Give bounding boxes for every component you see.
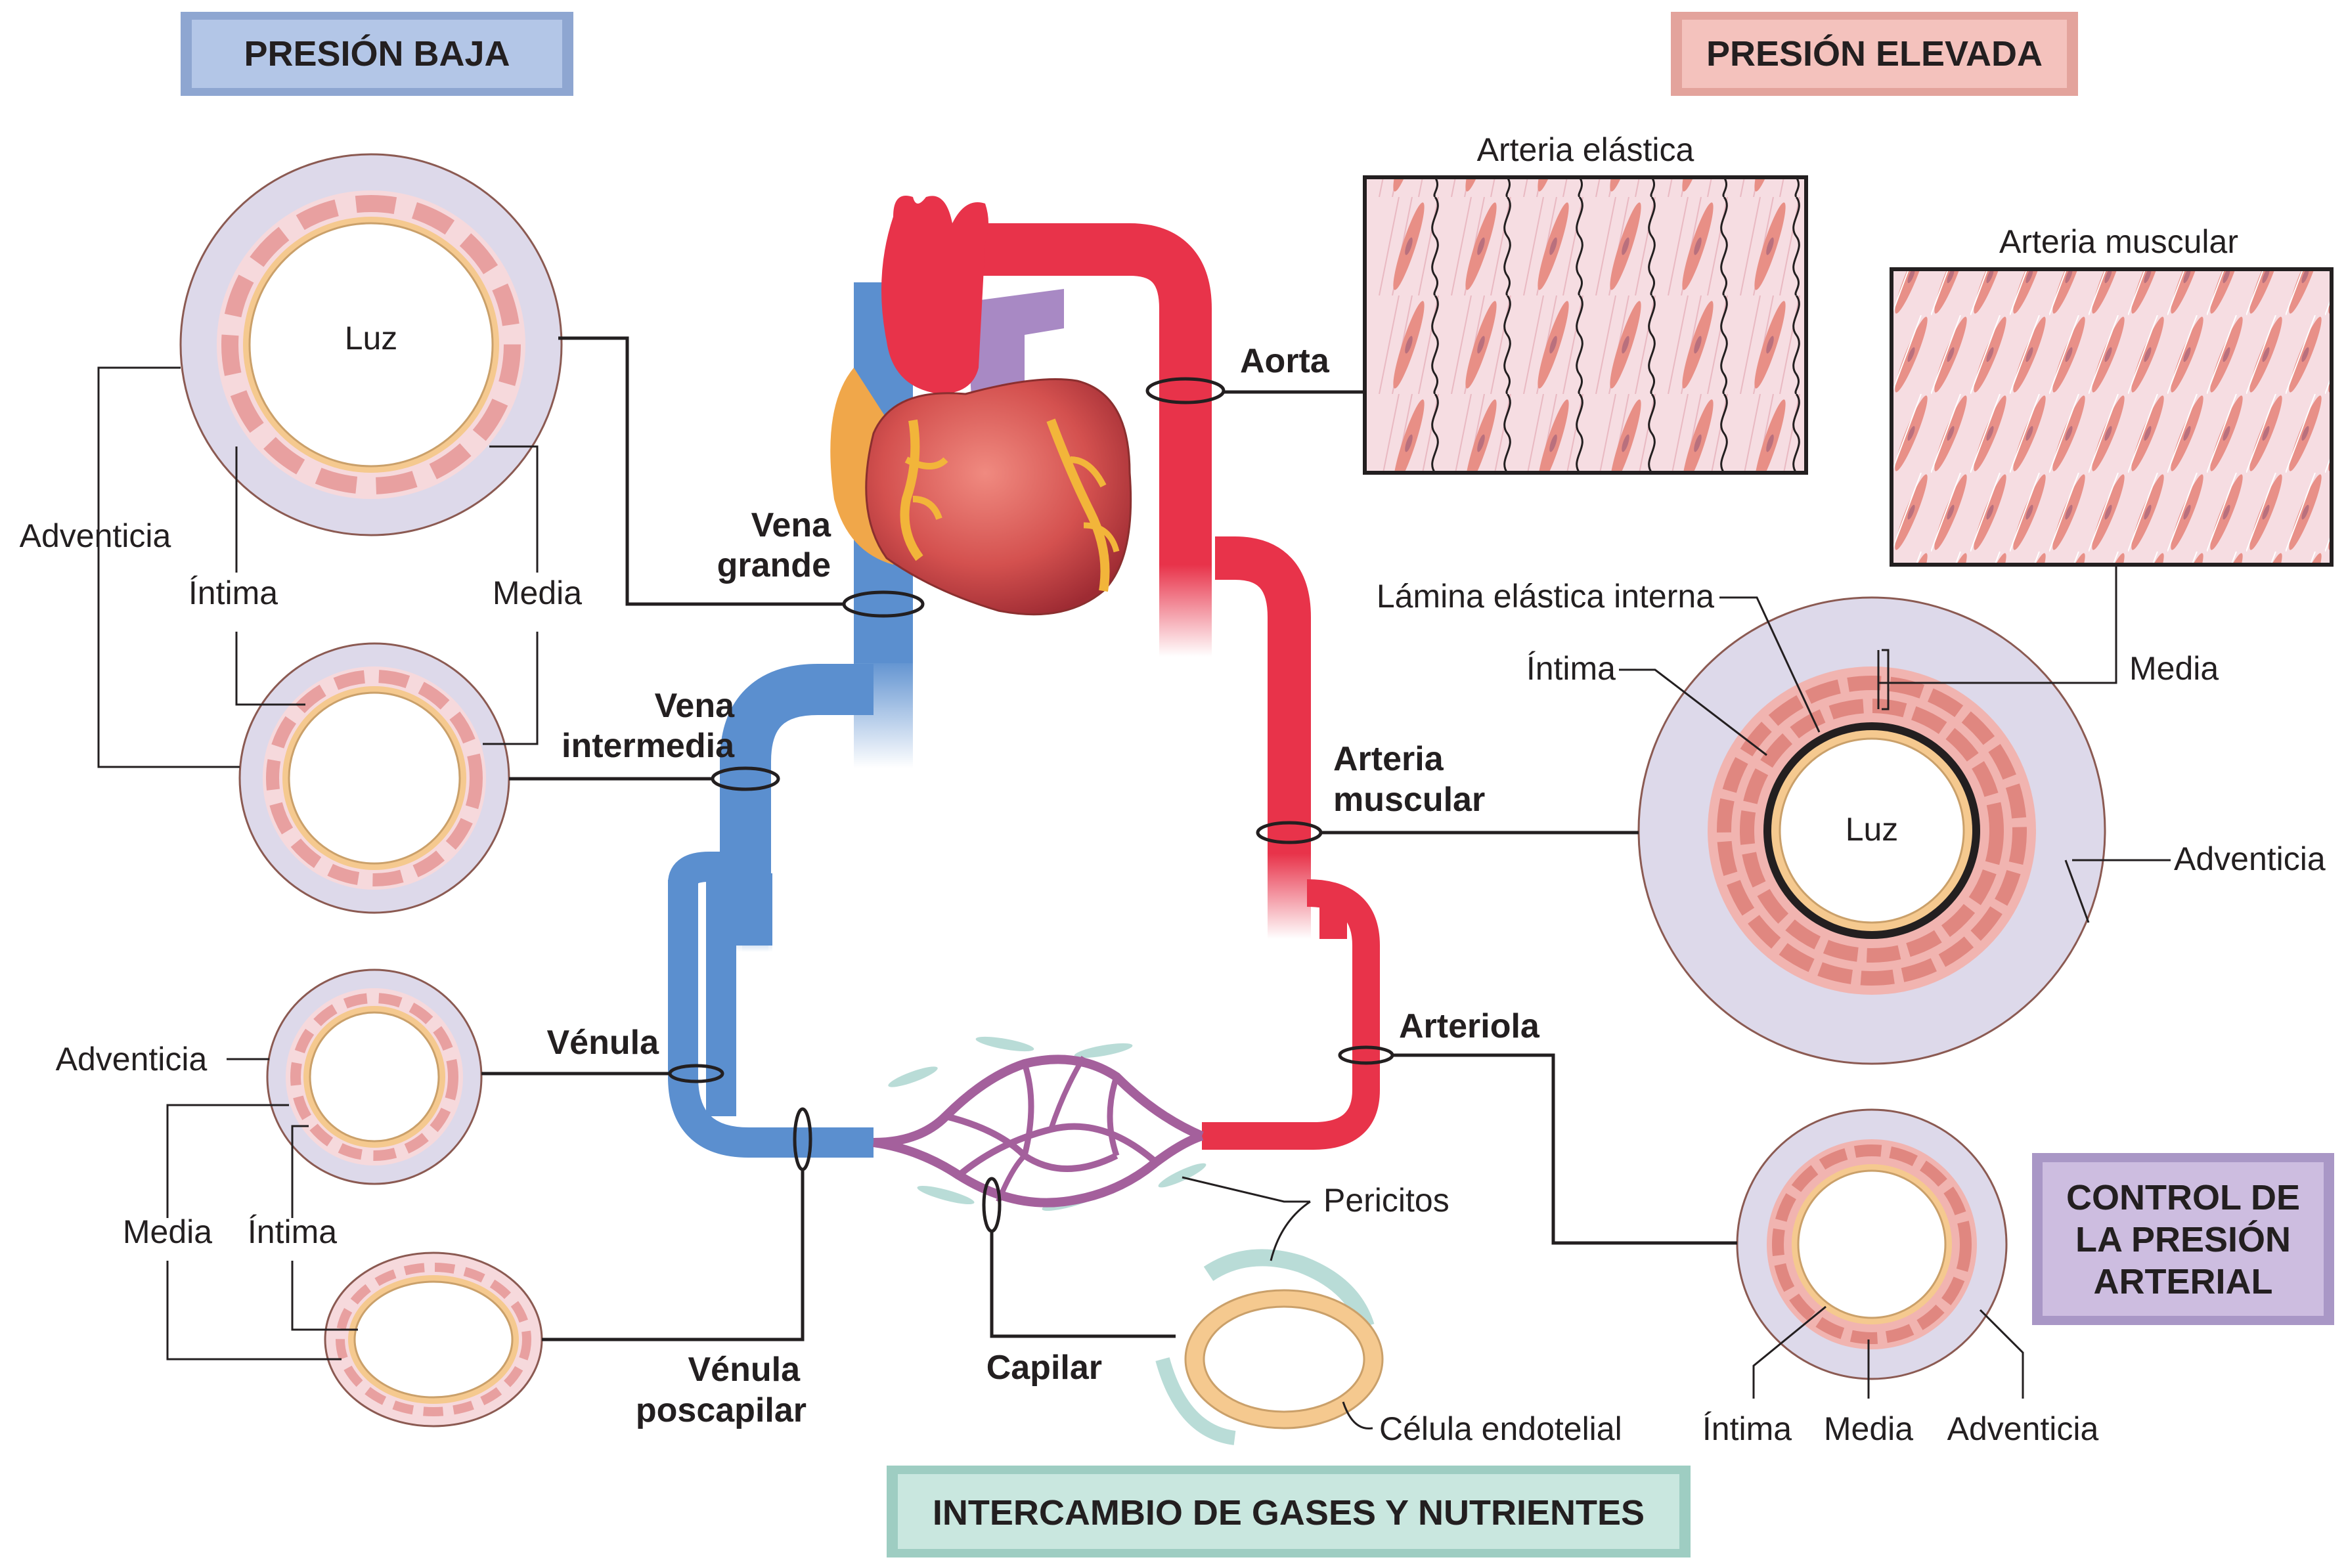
muscular-artery-title: Arteria muscular	[1999, 223, 2238, 260]
capillary-section	[1155, 1249, 1384, 1445]
aorta-label: Aorta	[1240, 342, 1330, 380]
arteriole-section	[1736, 1108, 2008, 1380]
pressure-control-line-3: ARTERIAL	[2094, 1262, 2273, 1301]
muscular-artery-label-1: Arteria	[1333, 740, 1444, 778]
large-vein-label-2: grande	[717, 546, 831, 584]
pericytes-label: Pericitos	[1323, 1182, 1450, 1219]
high-pressure-label: PRESIÓN ELEVADA	[1706, 34, 2043, 74]
media-label-right: Media	[2129, 650, 2219, 687]
capillary-label: Capilar	[986, 1349, 1102, 1387]
lumen-label-large-vein: Luz	[345, 320, 398, 357]
adventitia-label-right: Adventicia	[2174, 840, 2326, 877]
muscular-artery-label-2: muscular	[1333, 781, 1485, 819]
adventitia-label-venule: Adventicia	[56, 1041, 208, 1078]
pressure-control-box: CONTROL DE LA PRESIÓN ARTERIAL	[2032, 1153, 2334, 1325]
adventitia-label-left: Adventicia	[20, 517, 171, 554]
muscular-artery-panel: Arteria muscular	[1890, 223, 2334, 567]
adventitia-label-arteriole: Adventicia	[1947, 1410, 2099, 1447]
media-label-venule: Media	[123, 1213, 212, 1250]
medium-vein-label-1: Vena	[655, 687, 735, 725]
pressure-control-line-2: LA PRESIÓN	[2075, 1220, 2291, 1259]
arterial-path	[946, 223, 1380, 1150]
capillary-bed	[873, 1036, 1206, 1211]
large-vein-label-1: Vena	[751, 506, 831, 544]
arteriole-label: Arteriola	[1399, 1007, 1540, 1045]
internal-elastic-lamina-label: Lámina elástica interna	[1377, 578, 1714, 615]
heart-illustration	[830, 196, 1132, 616]
muscular-artery-section: Luz	[1637, 596, 2106, 1065]
low-pressure-label: PRESIÓN BAJA	[244, 34, 510, 74]
intima-label-right: Íntima	[1526, 650, 1616, 687]
lumen-label-muscular-artery: Luz	[1846, 811, 1899, 848]
high-pressure-box: PRESIÓN ELEVADA	[1671, 12, 2078, 96]
exchange-label: INTERCAMBIO DE GASES Y NUTRIENTES	[933, 1493, 1645, 1533]
postcapillary-venule-label-2: poscapilar	[636, 1391, 807, 1429]
venule-label: Vénula	[547, 1024, 660, 1062]
postcapillary-venule-label-1: Vénula	[688, 1351, 801, 1389]
endothelial-cell-label: Célula endotelial	[1379, 1410, 1622, 1447]
intima-label-venule: Íntima	[248, 1213, 337, 1250]
elastic-artery-title: Arteria elástica	[1477, 131, 1694, 168]
low-pressure-box: PRESIÓN BAJA	[181, 12, 573, 96]
vessel-labels: Aorta Vena grande Vena intermedia Arteri…	[547, 342, 1540, 1429]
intima-label-arteriole: Íntima	[1702, 1410, 1792, 1447]
venule-section	[266, 969, 483, 1185]
layer-labels: Adventicia Íntima Media Adventicia Media…	[20, 517, 2326, 1447]
elastic-artery-panel: Arteria elástica	[1363, 131, 1808, 475]
media-label-left: Media	[493, 575, 582, 611]
pressure-control-line-1: CONTROL DE	[2066, 1178, 2300, 1217]
intima-label-left: Íntima	[188, 575, 278, 611]
leader-lines	[97, 336, 2171, 1429]
medium-vein-section	[238, 642, 510, 914]
postcapillary-venule-section	[324, 1252, 543, 1427]
media-label-arteriole: Media	[1824, 1410, 1913, 1447]
medium-vein-label-2: intermedia	[562, 727, 735, 765]
exchange-box: INTERCAMBIO DE GASES Y NUTRIENTES	[887, 1466, 1691, 1557]
large-vein-section: Luz	[179, 153, 563, 536]
